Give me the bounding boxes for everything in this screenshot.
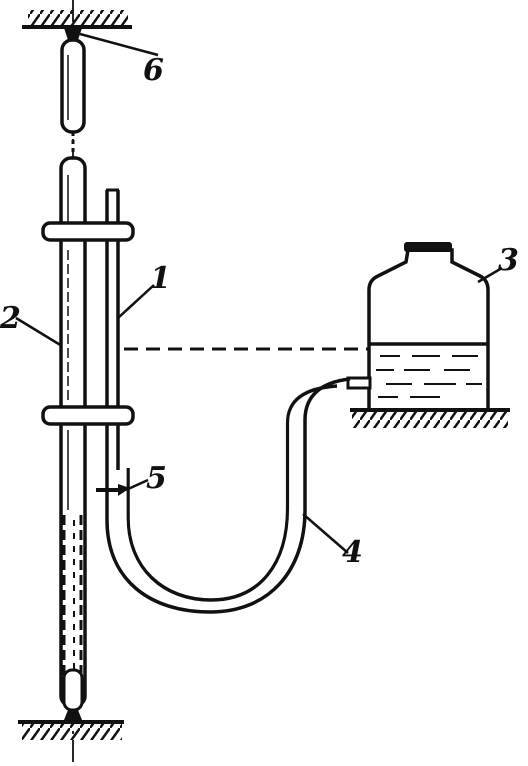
water-dashes [376, 355, 482, 398]
upper-clamp [41, 221, 135, 242]
hose [105, 377, 351, 614]
clamp-5 [96, 484, 130, 496]
leader-lines [15, 32, 503, 554]
top-support [22, 10, 132, 29]
label-1: 1 [150, 261, 171, 296]
label-3: 3 [498, 243, 519, 278]
lower-clamp [41, 405, 135, 426]
vessel [346, 242, 490, 412]
label-6: 6 [143, 53, 164, 88]
label-4: 4 [342, 535, 363, 570]
label-2: 2 [0, 301, 21, 336]
top-mount [60, 28, 86, 158]
vessel-support [350, 408, 510, 428]
label-5: 5 [146, 461, 167, 496]
bottom-support [18, 668, 124, 740]
